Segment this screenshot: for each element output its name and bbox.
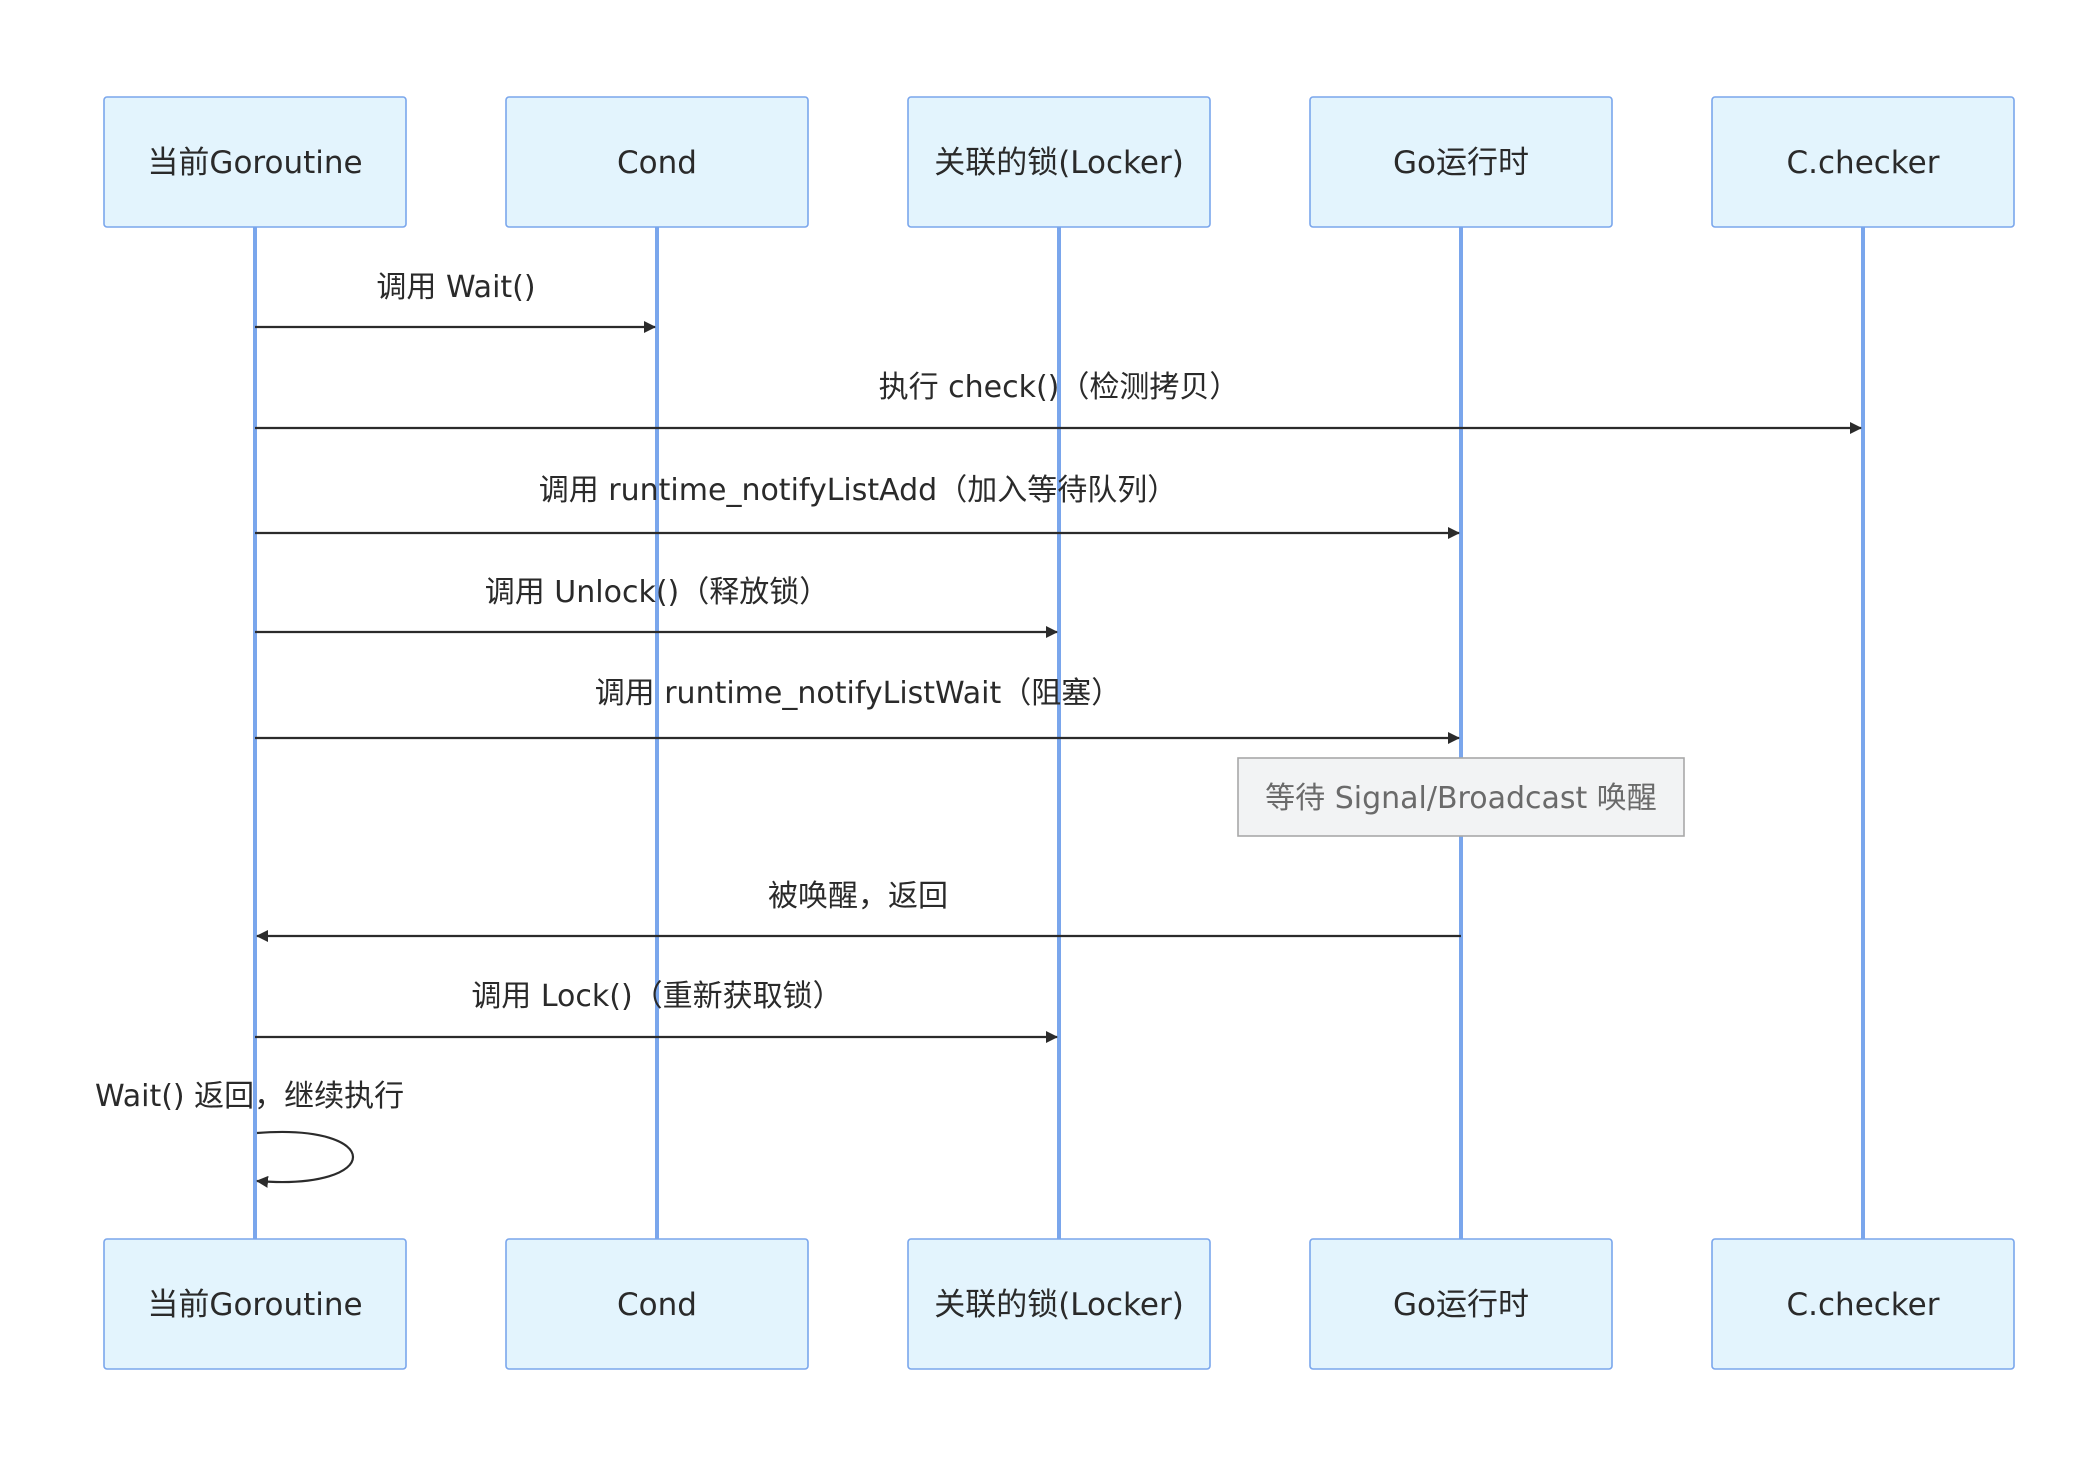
actor-top-locker: 关联的锁(Locker) xyxy=(907,96,1211,228)
actor-label: Go运行时 xyxy=(1393,1287,1529,1323)
message-label: 被唤醒，返回 xyxy=(768,879,948,914)
message-label: 调用 Wait() xyxy=(376,270,535,305)
actor-box xyxy=(1309,96,1613,228)
message-2: 执行 check()（检测拷贝） xyxy=(255,370,1862,434)
actor-box xyxy=(907,1238,1211,1370)
actor-label: 当前Goroutine xyxy=(147,145,362,181)
actor-box xyxy=(103,96,407,228)
message-7: 调用 Lock()（重新获取锁） xyxy=(255,979,1058,1043)
message-4: 调用 Unlock()（释放锁） xyxy=(255,575,1058,638)
actor-label: 关联的锁(Locker) xyxy=(934,1287,1184,1323)
actor-box xyxy=(505,1238,809,1370)
actor-label: C.checker xyxy=(1787,1287,1940,1323)
actor-bottom-cond: Cond xyxy=(505,1238,809,1370)
actor-box xyxy=(1309,1238,1613,1370)
lifelines xyxy=(253,227,1865,1239)
message-label: 调用 Lock()（重新获取锁） xyxy=(471,979,842,1014)
actor-label: 当前Goroutine xyxy=(147,1287,362,1323)
message-label: 调用 runtime_notifyListAdd（加入等待队列） xyxy=(539,473,1177,508)
message-1: 调用 Wait() xyxy=(255,270,656,333)
message-6: 被唤醒，返回 xyxy=(256,879,1461,942)
message-label: 调用 runtime_notifyListWait（阻塞） xyxy=(595,676,1122,711)
notes: 等待 Signal/Broadcast 唤醒 xyxy=(1237,757,1685,837)
actor-box xyxy=(505,96,809,228)
message-label: 调用 Unlock()（释放锁） xyxy=(485,575,829,610)
actor-top-cond: Cond xyxy=(505,96,809,228)
actor-bottom-checker: C.checker xyxy=(1711,1238,2015,1370)
actor-label: Go运行时 xyxy=(1393,145,1529,181)
actor-top-checker: C.checker xyxy=(1711,96,2015,228)
actor-box xyxy=(907,96,1211,228)
actor-bottom-runtime: Go运行时 xyxy=(1309,1238,1613,1370)
note-box xyxy=(1237,757,1685,837)
messages: 调用 Wait() 执行 check()（检测拷贝） 调用 runtime_noti… xyxy=(95,270,1862,1188)
actor-label: C.checker xyxy=(1787,145,1940,181)
actor-box xyxy=(103,1238,407,1370)
actor-box xyxy=(1711,96,2015,228)
actor-bottom-goroutine: 当前Goroutine xyxy=(103,1238,407,1370)
message-label: Wait() 返回，继续执行 xyxy=(95,1079,404,1114)
actor-label: Cond xyxy=(617,145,697,181)
message-label: 执行 check()（检测拷贝） xyxy=(879,370,1240,405)
message-3: 调用 runtime_notifyListAdd（加入等待队列） xyxy=(255,473,1460,539)
actor-top-runtime: Go运行时 xyxy=(1309,96,1613,228)
note-wait-signal: 等待 Signal/Broadcast 唤醒 xyxy=(1237,757,1685,837)
message-5: 调用 runtime_notifyListWait（阻塞） xyxy=(255,676,1460,744)
actor-top-goroutine: 当前Goroutine xyxy=(103,96,407,228)
actor-bottom-locker: 关联的锁(Locker) xyxy=(907,1238,1211,1370)
actor-box xyxy=(1711,1238,2015,1370)
note-text: 等待 Signal/Broadcast 唤醒 xyxy=(1265,781,1657,816)
actor-label: Cond xyxy=(617,1287,697,1323)
actor-label: 关联的锁(Locker) xyxy=(934,145,1184,181)
self-message-arrow xyxy=(256,1130,354,1188)
message-8: Wait() 返回，继续执行 xyxy=(95,1079,404,1188)
actors: 当前Goroutine当前GoroutineCondCond关联的锁(Locke… xyxy=(103,96,2015,1370)
